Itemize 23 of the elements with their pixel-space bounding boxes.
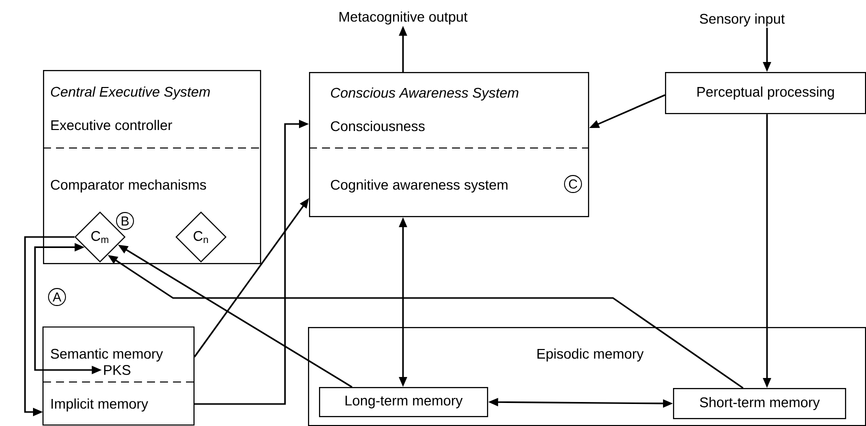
box-label: Implicit memory	[52, 398, 148, 412]
box-label: Comparator mechanisms	[50, 179, 206, 193]
node-label: PKS	[104, 365, 130, 375]
process-box	[309, 72, 590, 218]
process-box: Long-term memory	[319, 387, 488, 418]
node-label: Metacognitive output	[340, 11, 468, 25]
process-box	[43, 70, 262, 264]
memory-section	[42, 326, 195, 382]
box-label: Executive controller	[51, 120, 172, 130]
box-title: Central Executive System	[50, 86, 210, 100]
box-label: Episodic memory	[537, 348, 644, 362]
box-label: Consciousness	[330, 120, 425, 132]
callout-letter: B	[116, 212, 134, 230]
box-label: Semantic memory	[50, 348, 163, 362]
callout-letter: C	[564, 175, 582, 193]
box-label: Cognitive awareness system	[330, 179, 508, 193]
process-box	[308, 327, 866, 426]
box-title: Conscious Awareness System	[330, 87, 518, 101]
node-label: Sensory input	[700, 13, 785, 27]
callout-letter: A	[48, 288, 66, 306]
process-box: Short-term memory	[673, 388, 846, 420]
memory-section	[42, 382, 195, 426]
process-box: Perceptual processing	[665, 72, 866, 114]
